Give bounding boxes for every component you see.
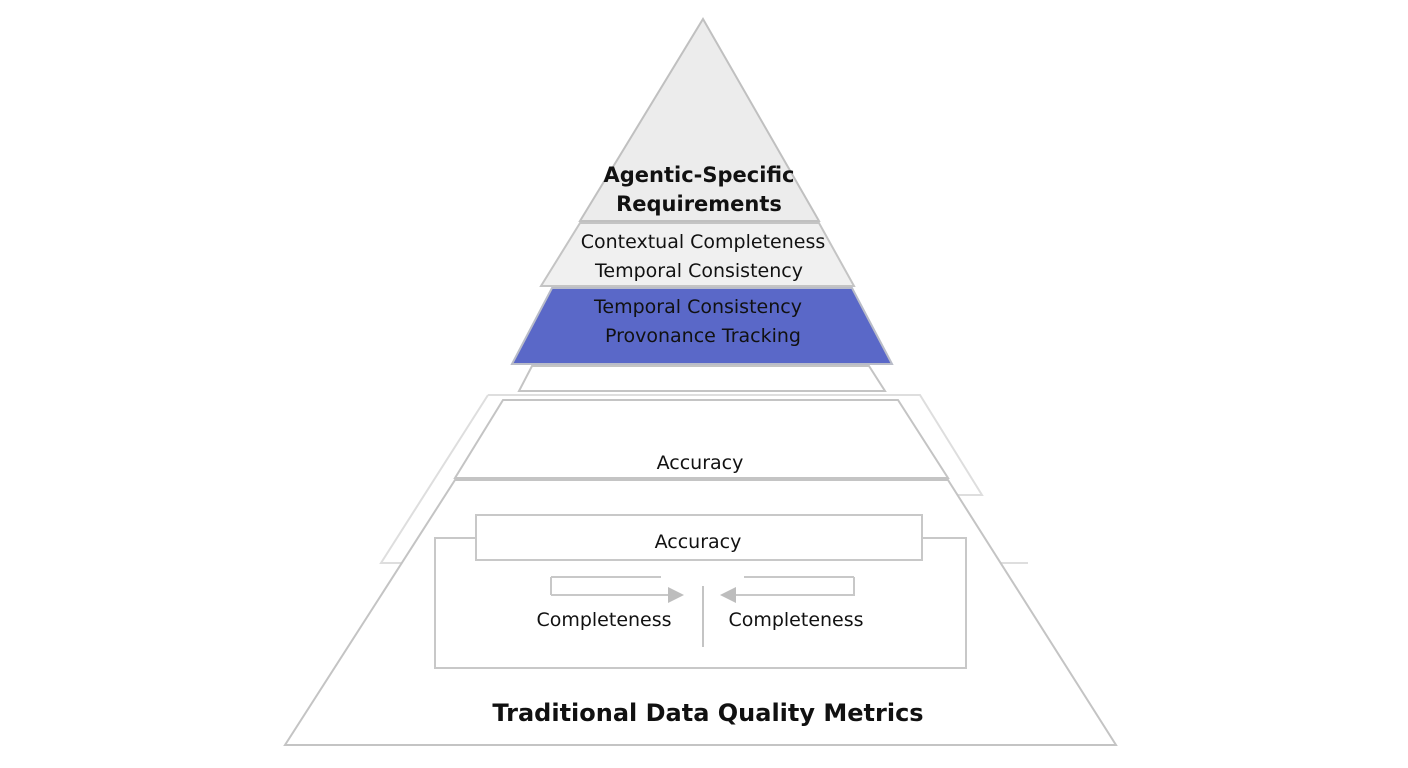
apex-label-line1: Agentic-Specific [604,163,795,187]
base-accuracy-box [475,514,923,561]
contextual-label-line2: Temporal Consistency [594,260,803,282]
apex-tier [578,17,821,222]
contextual-tier [539,222,856,287]
blank-tier [517,365,887,392]
base-right-completeness-label: Completeness [728,609,863,631]
contextual-label-line1: Contextual Completeness [581,231,826,253]
highlighted-tier [510,287,894,365]
apex-label-line2: Requirements [616,192,782,216]
base-accuracy-label: Accuracy [655,531,742,553]
middle-tier-label: Accuracy [657,452,744,474]
base-tier-title: Traditional Data Quality Metrics [492,699,923,727]
highlighted-label-line2: Provonance Tracking [605,325,801,347]
shadow-layer-top-edge [488,394,984,496]
middle-tier [453,399,950,479]
highlighted-label-line1: Temporal Consistency [593,296,802,318]
base-left-completeness-label: Completeness [536,609,671,631]
right-bracket-arrow-icon [720,577,855,603]
